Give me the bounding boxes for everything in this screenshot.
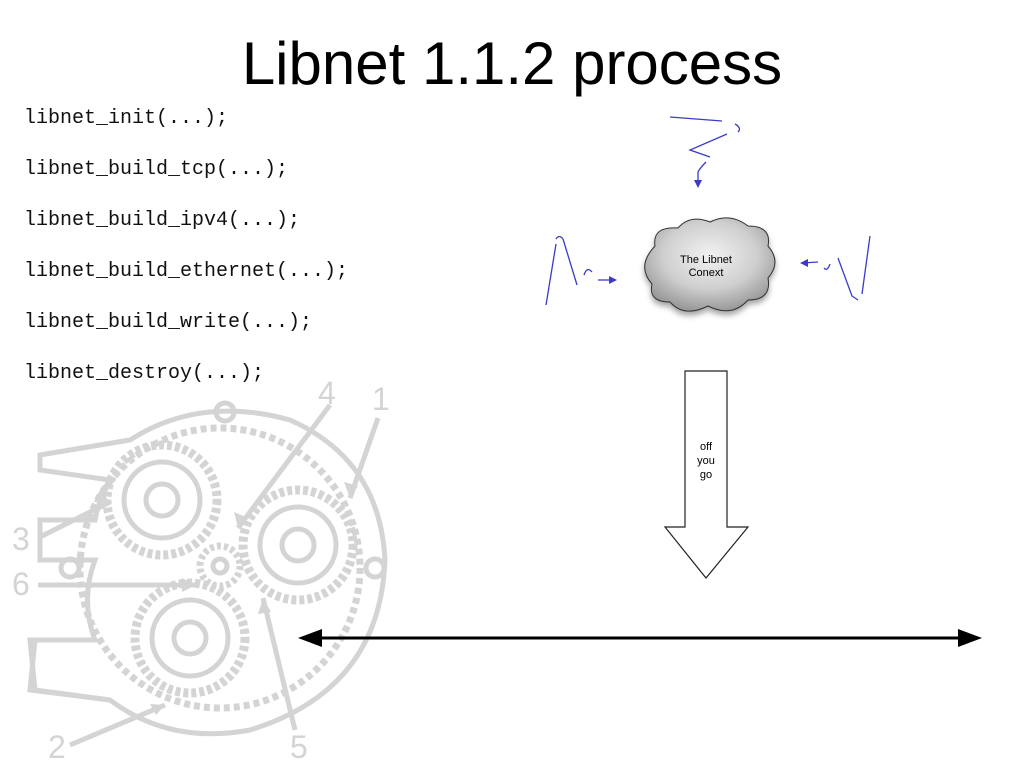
- libnet-context-cloud: [644, 217, 776, 312]
- arrow-label: off you go: [686, 440, 726, 482]
- double-headed-line: [298, 629, 982, 647]
- cloud-label-line-2: Conext: [688, 267, 724, 279]
- gear-train-illustration: 1 2 3 4 5 6: [12, 376, 390, 765]
- gear-label-1: 1: [372, 381, 390, 417]
- code-list: libnet_init(...); libnet_build_tcp(...);…: [24, 106, 348, 412]
- code-line-init: libnet_init(...);: [24, 107, 229, 130]
- code-line-build-tcp: libnet_build_tcp(...);: [24, 158, 289, 181]
- squiggle-top: [669, 116, 741, 188]
- code-line-build-write: libnet_build_write(...);: [24, 311, 313, 334]
- squiggle-left: [545, 235, 617, 306]
- gear-label-3: 3: [12, 521, 30, 557]
- gear-label-4: 4: [318, 376, 336, 411]
- gear-label-2: 2: [48, 729, 66, 765]
- gear-label-5: 5: [290, 729, 308, 765]
- slide-title: Libnet 1.1.2 process: [241, 30, 783, 97]
- code-line-build-ipv4: libnet_build_ipv4(...);: [24, 209, 301, 232]
- arrow-label-line-2: you: [697, 455, 715, 467]
- down-arrow: [663, 370, 750, 579]
- cloud-label: The Libnet Conext: [660, 254, 752, 280]
- code-line-destroy: libnet_destroy(...);: [24, 362, 265, 385]
- cloud-label-line-1: The Libnet: [680, 254, 732, 266]
- code-line-build-ethernet: libnet_build_ethernet(...);: [24, 260, 349, 283]
- arrow-label-line-1: off: [699, 441, 713, 453]
- arrow-label-line-3: go: [699, 469, 713, 481]
- squiggle-right: [800, 235, 871, 301]
- gear-label-6: 6: [12, 566, 30, 602]
